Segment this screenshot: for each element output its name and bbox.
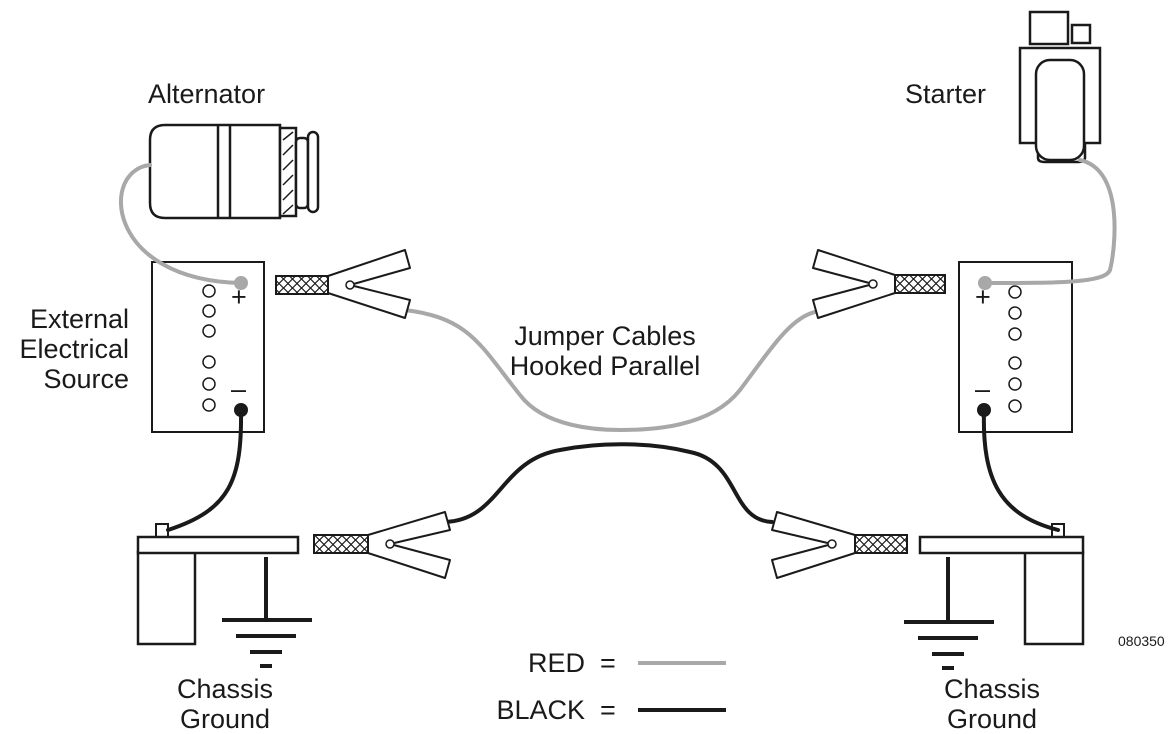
jumper-clamp-red-right <box>812 249 946 319</box>
ground-symbol-left <box>222 557 312 668</box>
chassis-ground-left-line1: Chassis <box>176 674 274 704</box>
source-negative-terminal <box>234 403 248 417</box>
external-source-battery <box>151 261 265 433</box>
chassis-ground-right-line1: Chassis <box>943 674 1041 704</box>
external-source-label-line2: Electrical <box>19 334 129 364</box>
vehicle-negative-to-chassis-wire <box>981 408 1060 532</box>
vehicle-plus-label: + <box>975 282 991 312</box>
alternator-label: Alternator <box>148 79 266 109</box>
figure-id: 080350 <box>1118 633 1165 649</box>
legend-red-equals: = <box>600 648 616 678</box>
jumper-clamp-red-left <box>275 249 411 319</box>
black-wires <box>166 408 1060 532</box>
starter-label: Starter <box>905 79 987 109</box>
chassis-ground-right-line2: Ground <box>946 704 1038 734</box>
chassis-ground-left-label: Chassis Ground <box>150 674 300 734</box>
legend-red-label: RED <box>527 648 585 678</box>
vehicle-battery <box>958 261 1073 433</box>
source-plus-label: + <box>231 282 247 312</box>
starter-to-vehicle-positive-wire <box>983 158 1117 285</box>
red-jumper-cable <box>403 308 817 433</box>
legend-black-label: BLACK <box>496 695 585 725</box>
chassis-ground-right-label: Chassis Ground <box>917 674 1067 734</box>
source-negative-to-chassis-wire <box>166 408 244 532</box>
alternator-icon <box>148 123 320 220</box>
external-source-label-line1: External <box>29 304 129 334</box>
source-positive-terminal <box>234 276 248 290</box>
chassis-left <box>136 523 300 646</box>
external-source-label: External Electrical Source <box>0 304 129 394</box>
external-source-label-line3: Source <box>43 364 129 394</box>
red-wires <box>119 158 1117 433</box>
starter-icon <box>1018 10 1102 164</box>
vehicle-minus-label: – <box>975 374 991 404</box>
black-jumper-cable <box>443 442 774 524</box>
chassis-right <box>918 523 1085 646</box>
source-minus-label: – <box>231 374 247 404</box>
jumper-clamp-black-right <box>771 511 908 579</box>
jumper-cables-label: Jumper Cables Hooked Parallel <box>470 321 740 381</box>
legend-black-equals: = <box>600 695 616 725</box>
jumper-cables-label-line2: Hooked Parallel <box>509 351 701 381</box>
jumper-cables-label-line1: Jumper Cables <box>514 321 696 351</box>
alternator-to-source-positive-wire <box>119 163 243 285</box>
vehicle-negative-terminal <box>977 403 991 417</box>
ground-symbol-right <box>904 557 994 670</box>
vehicle-positive-terminal <box>978 276 992 290</box>
chassis-ground-left-line2: Ground <box>179 704 271 734</box>
jumper-clamp-black-left <box>313 511 451 579</box>
